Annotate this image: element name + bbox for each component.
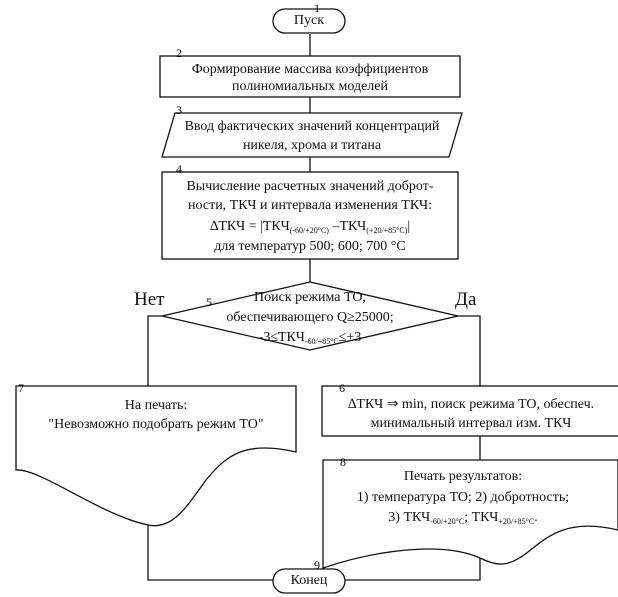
process-4-line-4: для температур 500; 600; 700 °С: [214, 239, 406, 254]
input-parallelogram-3: [161, 112, 463, 158]
item3-post: .: [534, 510, 538, 525]
decision-5-condition: -3≤ТКЧ-60/+85°C≤+3: [210, 329, 410, 346]
process-2-line-1: Формирование массива коэффициентов: [191, 62, 429, 77]
block-number-3: 3: [176, 103, 182, 117]
formula-end: |: [407, 219, 411, 234]
document-7-line-2: "Невозможно подобрать режим ТО": [48, 417, 264, 432]
block-number-2: 2: [176, 46, 182, 60]
item3-mid: ; ТКЧ: [464, 510, 499, 525]
start-label: Пуск: [293, 13, 325, 28]
process-box-2: [159, 55, 461, 98]
terminator-end: [272, 568, 346, 594]
process-box-6: [321, 385, 618, 437]
item3-sub-2: +20/+85°C: [498, 517, 535, 526]
process-4-line-1: Вычисление расчетных значений доброт-: [186, 179, 434, 194]
block-number-5: 5: [206, 295, 212, 309]
branch-label-no: Нет: [134, 289, 165, 310]
process-4-line-2: ности, ТКЧ и интервала изменения ТКЧ:: [188, 198, 432, 213]
formula-sub-1: (-60/+20°C): [289, 226, 329, 235]
terminator-start: [272, 8, 346, 34]
condition-post: ≤+3: [338, 330, 362, 345]
document-shape-7: [15, 385, 297, 527]
process-2-line-2: полиномиальных моделей: [232, 79, 388, 94]
branch-label-yes: Да: [455, 289, 477, 310]
condition-sub: -60/+85°C: [304, 337, 339, 346]
decision-diamond-5: [161, 281, 459, 351]
formula-sub-2: (+20/+85°C): [366, 226, 408, 235]
formula-mid: –ТКЧ: [328, 219, 367, 234]
block-number-7: 7: [18, 381, 24, 395]
document-8-line-3: 3) ТКЧ-60/+20°C; ТКЧ+20/+85°C.: [323, 509, 603, 526]
process-6-line-1: ∆ТКЧ ⇒ min, поиск режима ТО, обеспеч.: [347, 397, 595, 412]
process-box-4: [161, 171, 459, 260]
input-3-line-1: Ввод фактических значений концентраций: [184, 119, 440, 134]
connector-8-end: [345, 558, 481, 581]
condition-pre: -3≤ТКЧ: [258, 330, 305, 345]
block-number-6: 6: [339, 381, 345, 395]
block-number-4: 4: [176, 162, 182, 176]
block-number-9: 9: [314, 558, 320, 572]
formula-lhs: ∆ТКЧ = |ТКЧ: [209, 219, 290, 234]
process-4-formula: ∆ТКЧ = |ТКЧ(-60/+20°C) –ТКЧ(+20/+85°C)|: [162, 218, 458, 235]
decision-5-line-1: Поиск режима ТО,: [254, 290, 366, 305]
document-8-line-1: Печать результатов:: [403, 469, 523, 484]
document-shape-8: [322, 459, 618, 569]
input-3-line-2: никеля, хрома и титана: [242, 138, 382, 153]
block-number-8: 8: [340, 455, 346, 469]
item3-sub-1: -60/+20°C: [430, 517, 465, 526]
connector-7-end: [147, 525, 273, 581]
process-6-line-2: минимальный интервал изм. ТКЧ: [370, 416, 572, 431]
connector-yes-branch: [458, 315, 481, 386]
item3-pre: 3) ТКЧ: [388, 510, 431, 525]
decision-5-line-2: обеспечивающего Q≥25000;: [226, 310, 394, 325]
document-8-line-2: 1) температура ТО; 2) добротность;: [356, 490, 570, 505]
block-number-1: 1: [314, 1, 320, 15]
document-7-line-1: На печать:: [124, 398, 188, 413]
connector-no-branch: [147, 315, 162, 386]
end-label: Конец: [290, 573, 328, 588]
